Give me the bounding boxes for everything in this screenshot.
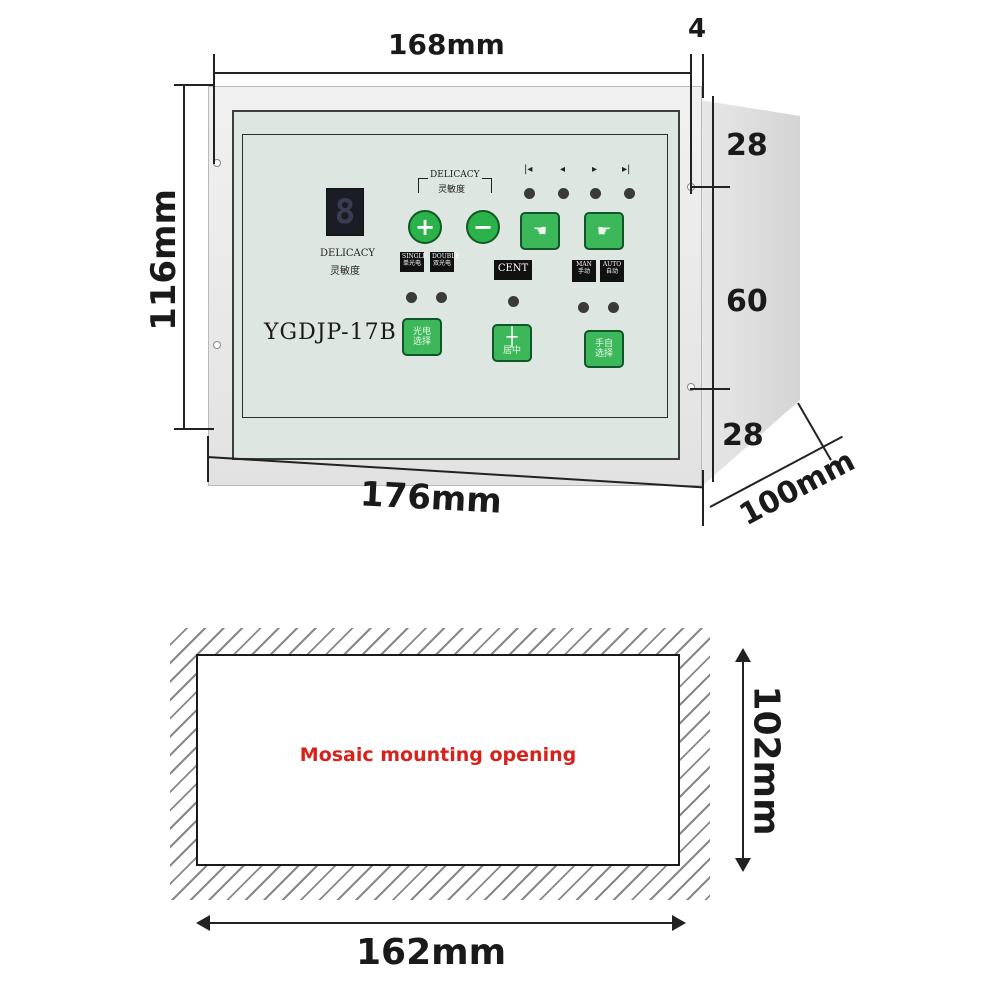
- seven-segment-display: 8: [326, 188, 364, 236]
- center-button[interactable]: ┼ 居中: [492, 324, 532, 362]
- delicacy-cn-label: 灵敏度: [330, 266, 360, 277]
- arrow-up-icon: [735, 648, 751, 662]
- led-indicator: [590, 188, 601, 199]
- panel-border: [242, 134, 668, 418]
- left-arrow-icon: ◂: [560, 164, 566, 175]
- center-button-text: 居中: [502, 346, 521, 356]
- display-digit: 8: [334, 192, 356, 232]
- dim-extension-line: [174, 84, 214, 86]
- mounting-opening: Mosaic mounting opening: [196, 654, 680, 866]
- hand-left-icon: ☚: [532, 221, 548, 240]
- dim-extension-line: [174, 428, 214, 430]
- arrow-down-icon: [735, 858, 751, 872]
- auto-label: AUTO 自动: [600, 260, 624, 282]
- hand-left-button[interactable]: ☚: [520, 212, 560, 250]
- skip-back-icon: |◂: [524, 164, 533, 175]
- crosshair-icon: ┼: [506, 327, 518, 348]
- right-mid-label: 60: [726, 284, 768, 319]
- height-label: 116mm: [144, 189, 184, 331]
- dim-tick: [690, 186, 730, 188]
- dim-extension-line: [690, 54, 692, 194]
- right-top-label: 28: [726, 128, 768, 163]
- opening-height-label: 102mm: [745, 685, 787, 836]
- led-indicator: [406, 292, 417, 303]
- model-number: YGDJP-17B: [264, 320, 397, 345]
- top-offset-label: 4: [688, 14, 707, 44]
- led-indicator: [558, 188, 569, 199]
- dim-extension-line: [702, 470, 704, 526]
- single-label: SINGLE 单光电: [400, 252, 427, 272]
- man-label: MAN 手动: [572, 260, 596, 282]
- led-indicator: [578, 302, 589, 313]
- minus-button[interactable]: −: [466, 210, 500, 244]
- led-indicator: [524, 188, 535, 199]
- delicacy-label: DELICACY: [320, 248, 376, 259]
- mode-select-button[interactable]: 手自选择: [584, 330, 624, 368]
- double-label-cn: 双光电: [432, 260, 451, 267]
- double-label: DOUBLE 双光电: [430, 252, 460, 272]
- opening-width-label: 162mm: [356, 932, 507, 973]
- single-label-text: SINGLE: [402, 253, 427, 260]
- dim-line-opening-width: [204, 922, 676, 924]
- skip-forward-icon: ▸|: [622, 164, 631, 175]
- control-panel: 8 DELICACY 灵敏度 YGDJP-17B DELICACY 灵敏度 + …: [232, 110, 680, 460]
- dim-extension-line: [213, 54, 215, 164]
- dim-extension-line: [207, 436, 209, 482]
- sensor-select-button[interactable]: 光电选择: [402, 318, 442, 356]
- man-label-cn: 手动: [577, 268, 590, 275]
- dim-extension-line: [702, 54, 704, 98]
- arrow-right-icon: [672, 915, 686, 931]
- single-label-cn: 单光电: [402, 260, 421, 267]
- led-indicator: [608, 302, 619, 313]
- led-indicator: [624, 188, 635, 199]
- led-indicator: [508, 296, 519, 307]
- dim-line-opening-height: [742, 654, 744, 866]
- delicacy-group-label: DELICACY: [428, 170, 482, 180]
- mount-hole: [687, 383, 695, 391]
- cent-label: CENT: [494, 260, 532, 280]
- auto-label-text: AUTO: [602, 261, 622, 268]
- hand-right-icon: ☛: [596, 221, 612, 240]
- bottom-width-label: 176mm: [359, 474, 503, 522]
- right-bottom-label: 28: [722, 418, 764, 453]
- mode-select-text: 手自选择: [594, 339, 613, 359]
- mount-hole: [213, 341, 221, 349]
- top-width-label: 168mm: [388, 28, 505, 61]
- delicacy-group-cn: 灵敏度: [438, 185, 466, 195]
- auto-label-cn: 自动: [605, 268, 618, 275]
- dim-line-height: [183, 84, 185, 429]
- sensor-select-text: 光电选择: [412, 327, 431, 347]
- hand-right-button[interactable]: ☛: [584, 212, 624, 250]
- man-label-text: MAN: [576, 261, 592, 268]
- arrow-left-icon: [196, 915, 210, 931]
- opening-label: Mosaic mounting opening: [299, 744, 577, 766]
- dim-line-top-width: [213, 72, 692, 74]
- double-label-text: DOUBLE: [432, 253, 460, 260]
- plus-button[interactable]: +: [408, 210, 442, 244]
- depth-label: 100mm: [733, 443, 861, 533]
- dim-tick: [690, 388, 730, 390]
- led-indicator: [436, 292, 447, 303]
- dim-line-right: [712, 96, 714, 482]
- right-arrow-icon: ▸: [592, 164, 598, 175]
